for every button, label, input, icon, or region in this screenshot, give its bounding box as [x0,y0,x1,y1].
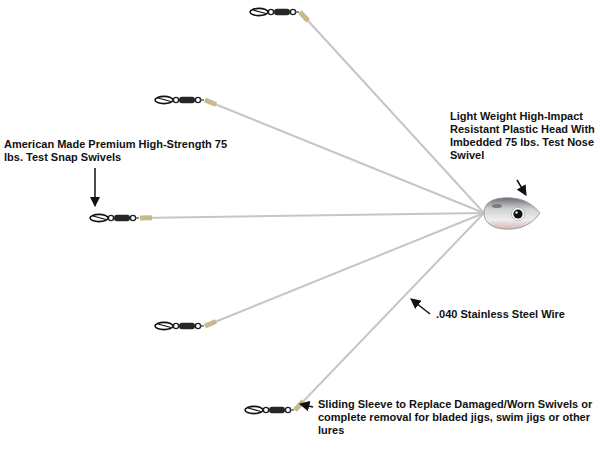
snap-swivel [90,8,299,413]
callout-label: Light Weight High-Impact Resistant Plast… [450,110,596,162]
sliding-sleeve [140,12,308,410]
leader-arrow [95,168,526,407]
callout-label: American Made Premium High-Strength 75 l… [4,138,240,164]
callout-label: Sliding Sleeve to Replace Damaged/Worn S… [318,398,596,437]
callout-label: .040 Stainless Steel Wire [436,308,596,321]
plastic-head [484,198,540,229]
stainless-wire [140,12,484,410]
